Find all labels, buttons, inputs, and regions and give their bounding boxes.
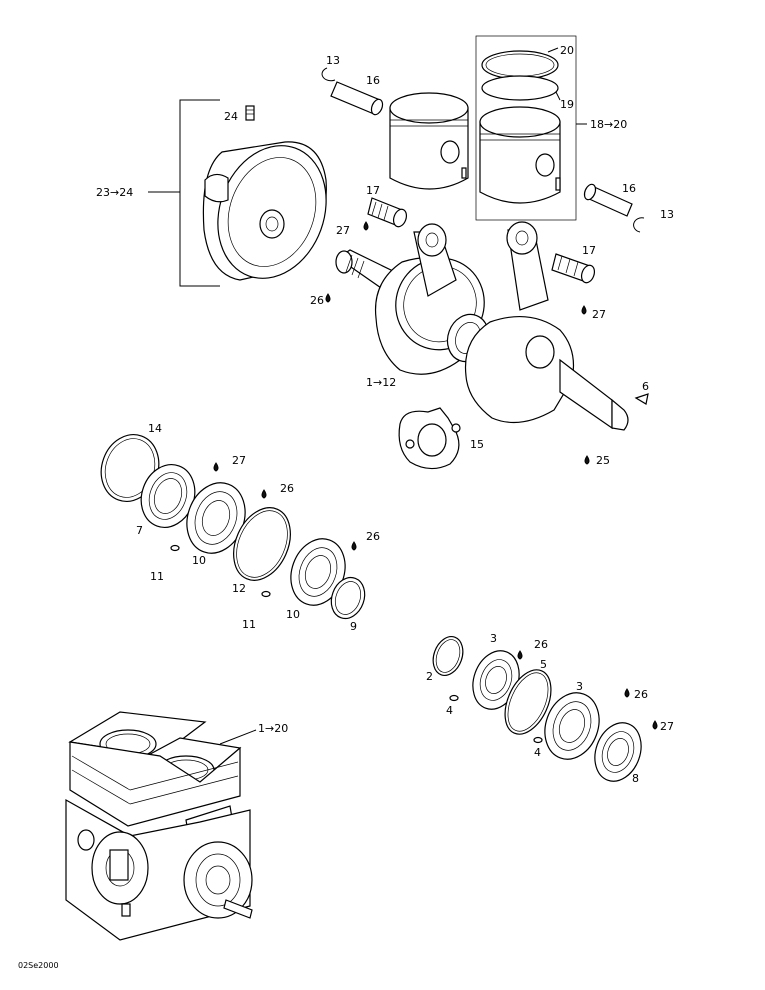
- callout-26a: 26: [310, 294, 324, 307]
- piston-pin-16-left: [330, 81, 384, 116]
- seal-8: [594, 722, 642, 782]
- callout-18-20: 18→20: [590, 118, 627, 131]
- callout-8: 8: [632, 772, 639, 785]
- woodruff-key-6: [634, 393, 649, 405]
- callout-2: 2: [426, 670, 433, 683]
- callout-1-12: 1→12: [366, 376, 396, 389]
- oil-drop-27d: [652, 720, 658, 730]
- callout-27b: 27: [592, 308, 606, 321]
- callout-16a: 16: [366, 74, 380, 87]
- callout-14: 14: [148, 422, 162, 435]
- ring-9: [330, 576, 366, 620]
- valve-24: [245, 105, 255, 121]
- callout-26c: 26: [366, 530, 380, 543]
- dowel-4b: [533, 736, 543, 744]
- dowel-4a: [449, 694, 459, 702]
- callout-5: 5: [540, 658, 547, 671]
- callout-10a: 10: [192, 554, 206, 567]
- oil-drop-27c: [213, 462, 219, 472]
- callout-12: 12: [232, 582, 246, 595]
- callout-26b: 26: [280, 482, 294, 495]
- callout-26d: 26: [534, 638, 548, 651]
- callout-19: 19: [560, 98, 574, 111]
- callout-1-20: 1→20: [258, 722, 288, 735]
- oil-drop-26e: [624, 688, 630, 698]
- seal-7: [140, 464, 196, 528]
- piston-left: [389, 92, 469, 190]
- callout-17a: 17: [366, 184, 380, 197]
- callout-24: 24: [224, 110, 238, 123]
- bracket-23-24: [148, 99, 220, 287]
- circlip-13-left: [321, 67, 336, 82]
- oil-drop-27b: [581, 305, 587, 315]
- callout-4a: 4: [446, 704, 453, 717]
- oil-drop-26d: [517, 650, 523, 660]
- piston-pin-16-right: [583, 183, 633, 217]
- callout-23-24: 23→24: [96, 186, 133, 199]
- callout-3a: 3: [490, 632, 497, 645]
- callout-4b: 4: [534, 746, 541, 759]
- callout-6: 6: [642, 380, 649, 393]
- dowel-11b: [261, 590, 271, 598]
- piston-kit-box: [475, 35, 587, 221]
- oil-drop-27a: [363, 221, 369, 231]
- oil-drop-26b: [261, 489, 267, 499]
- bearing-retainer-15: [398, 407, 461, 470]
- diagram-code: 02Se2000: [18, 961, 59, 970]
- crankshaft-assembly: [335, 221, 629, 431]
- callout-20: 20: [560, 44, 574, 57]
- ring-12: [233, 507, 291, 581]
- callout-11a: 11: [150, 570, 164, 583]
- callout-7: 7: [136, 524, 143, 537]
- callout-10b: 10: [286, 608, 300, 621]
- callout-3b: 3: [576, 680, 583, 693]
- needle-bearing-17-left: [367, 197, 408, 228]
- flywheel: [202, 141, 327, 281]
- callout-27a: 27: [336, 224, 350, 237]
- callout-27d: 27: [660, 720, 674, 733]
- needle-bearing-17-right: [551, 253, 596, 284]
- oil-drop-26c: [351, 541, 357, 551]
- oil-drop-25: [584, 455, 590, 465]
- callout-13a: 13: [326, 54, 340, 67]
- callout-17b: 17: [582, 244, 596, 257]
- dowel-11a: [170, 544, 180, 552]
- ring-5: [504, 669, 552, 735]
- oil-drop-26a: [325, 293, 331, 303]
- callout-15: 15: [470, 438, 484, 451]
- ring-2: [432, 636, 464, 676]
- callout-11b: 11: [242, 618, 256, 631]
- engine-assembly: [65, 711, 257, 941]
- piston-ring-19: [481, 75, 561, 101]
- callout-27c: 27: [232, 454, 246, 467]
- callout-13b: 13: [660, 208, 674, 221]
- callout-9: 9: [350, 620, 357, 633]
- bearing-3b: [544, 692, 600, 760]
- callout-26e: 26: [634, 688, 648, 701]
- circlip-13-right: [633, 217, 645, 233]
- piston-ring-20: [481, 47, 559, 80]
- callout-16b: 16: [622, 182, 636, 195]
- piston-right: [479, 106, 561, 204]
- callout-25: 25: [596, 454, 610, 467]
